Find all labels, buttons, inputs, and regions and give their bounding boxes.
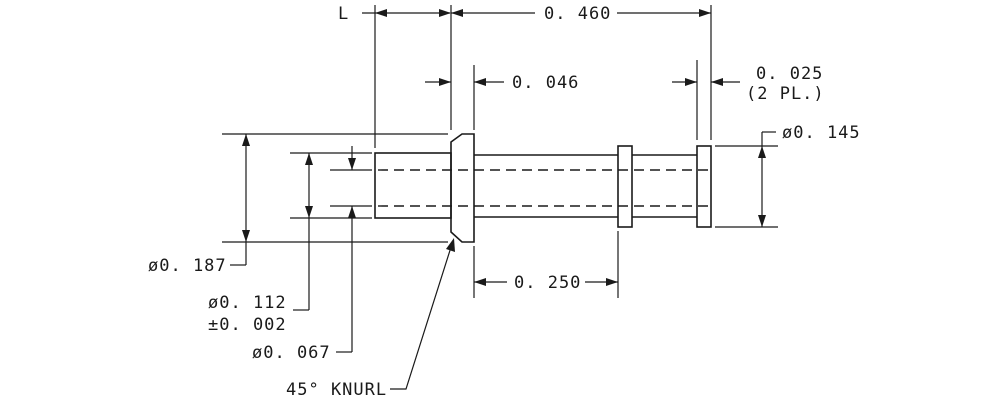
groove-ring-2 [696,145,712,228]
knurled-head [450,133,475,243]
groove-spacing-label: 0. 250 [514,273,581,293]
pin-diameter-label: ø0. 067 [252,343,331,363]
groove-width-label: 0. 025 [756,64,823,84]
bottom-dimension [473,231,619,298]
groove-diameter-label: ø0. 145 [782,123,861,143]
top-dimensions [362,5,740,148]
part-body [374,133,712,243]
right-dimension [715,131,778,228]
knurl-leader [390,238,455,390]
head-diameter-label: ø0. 187 [148,256,227,276]
bore-tolerance-label: ±0. 002 [208,315,287,335]
overall-length-label: 0. 460 [544,4,611,24]
sleeve-section [374,152,452,219]
length-label: L [338,4,349,24]
head-thickness-label: 0. 046 [512,73,579,93]
knurl-note-label: 45° KNURL [286,380,387,400]
bore-diameter-label: ø0. 112 [208,293,287,313]
groove-ring-1 [617,145,633,228]
groove-qty-label: (2 PL.) [746,84,825,104]
left-dimensions [222,133,448,353]
